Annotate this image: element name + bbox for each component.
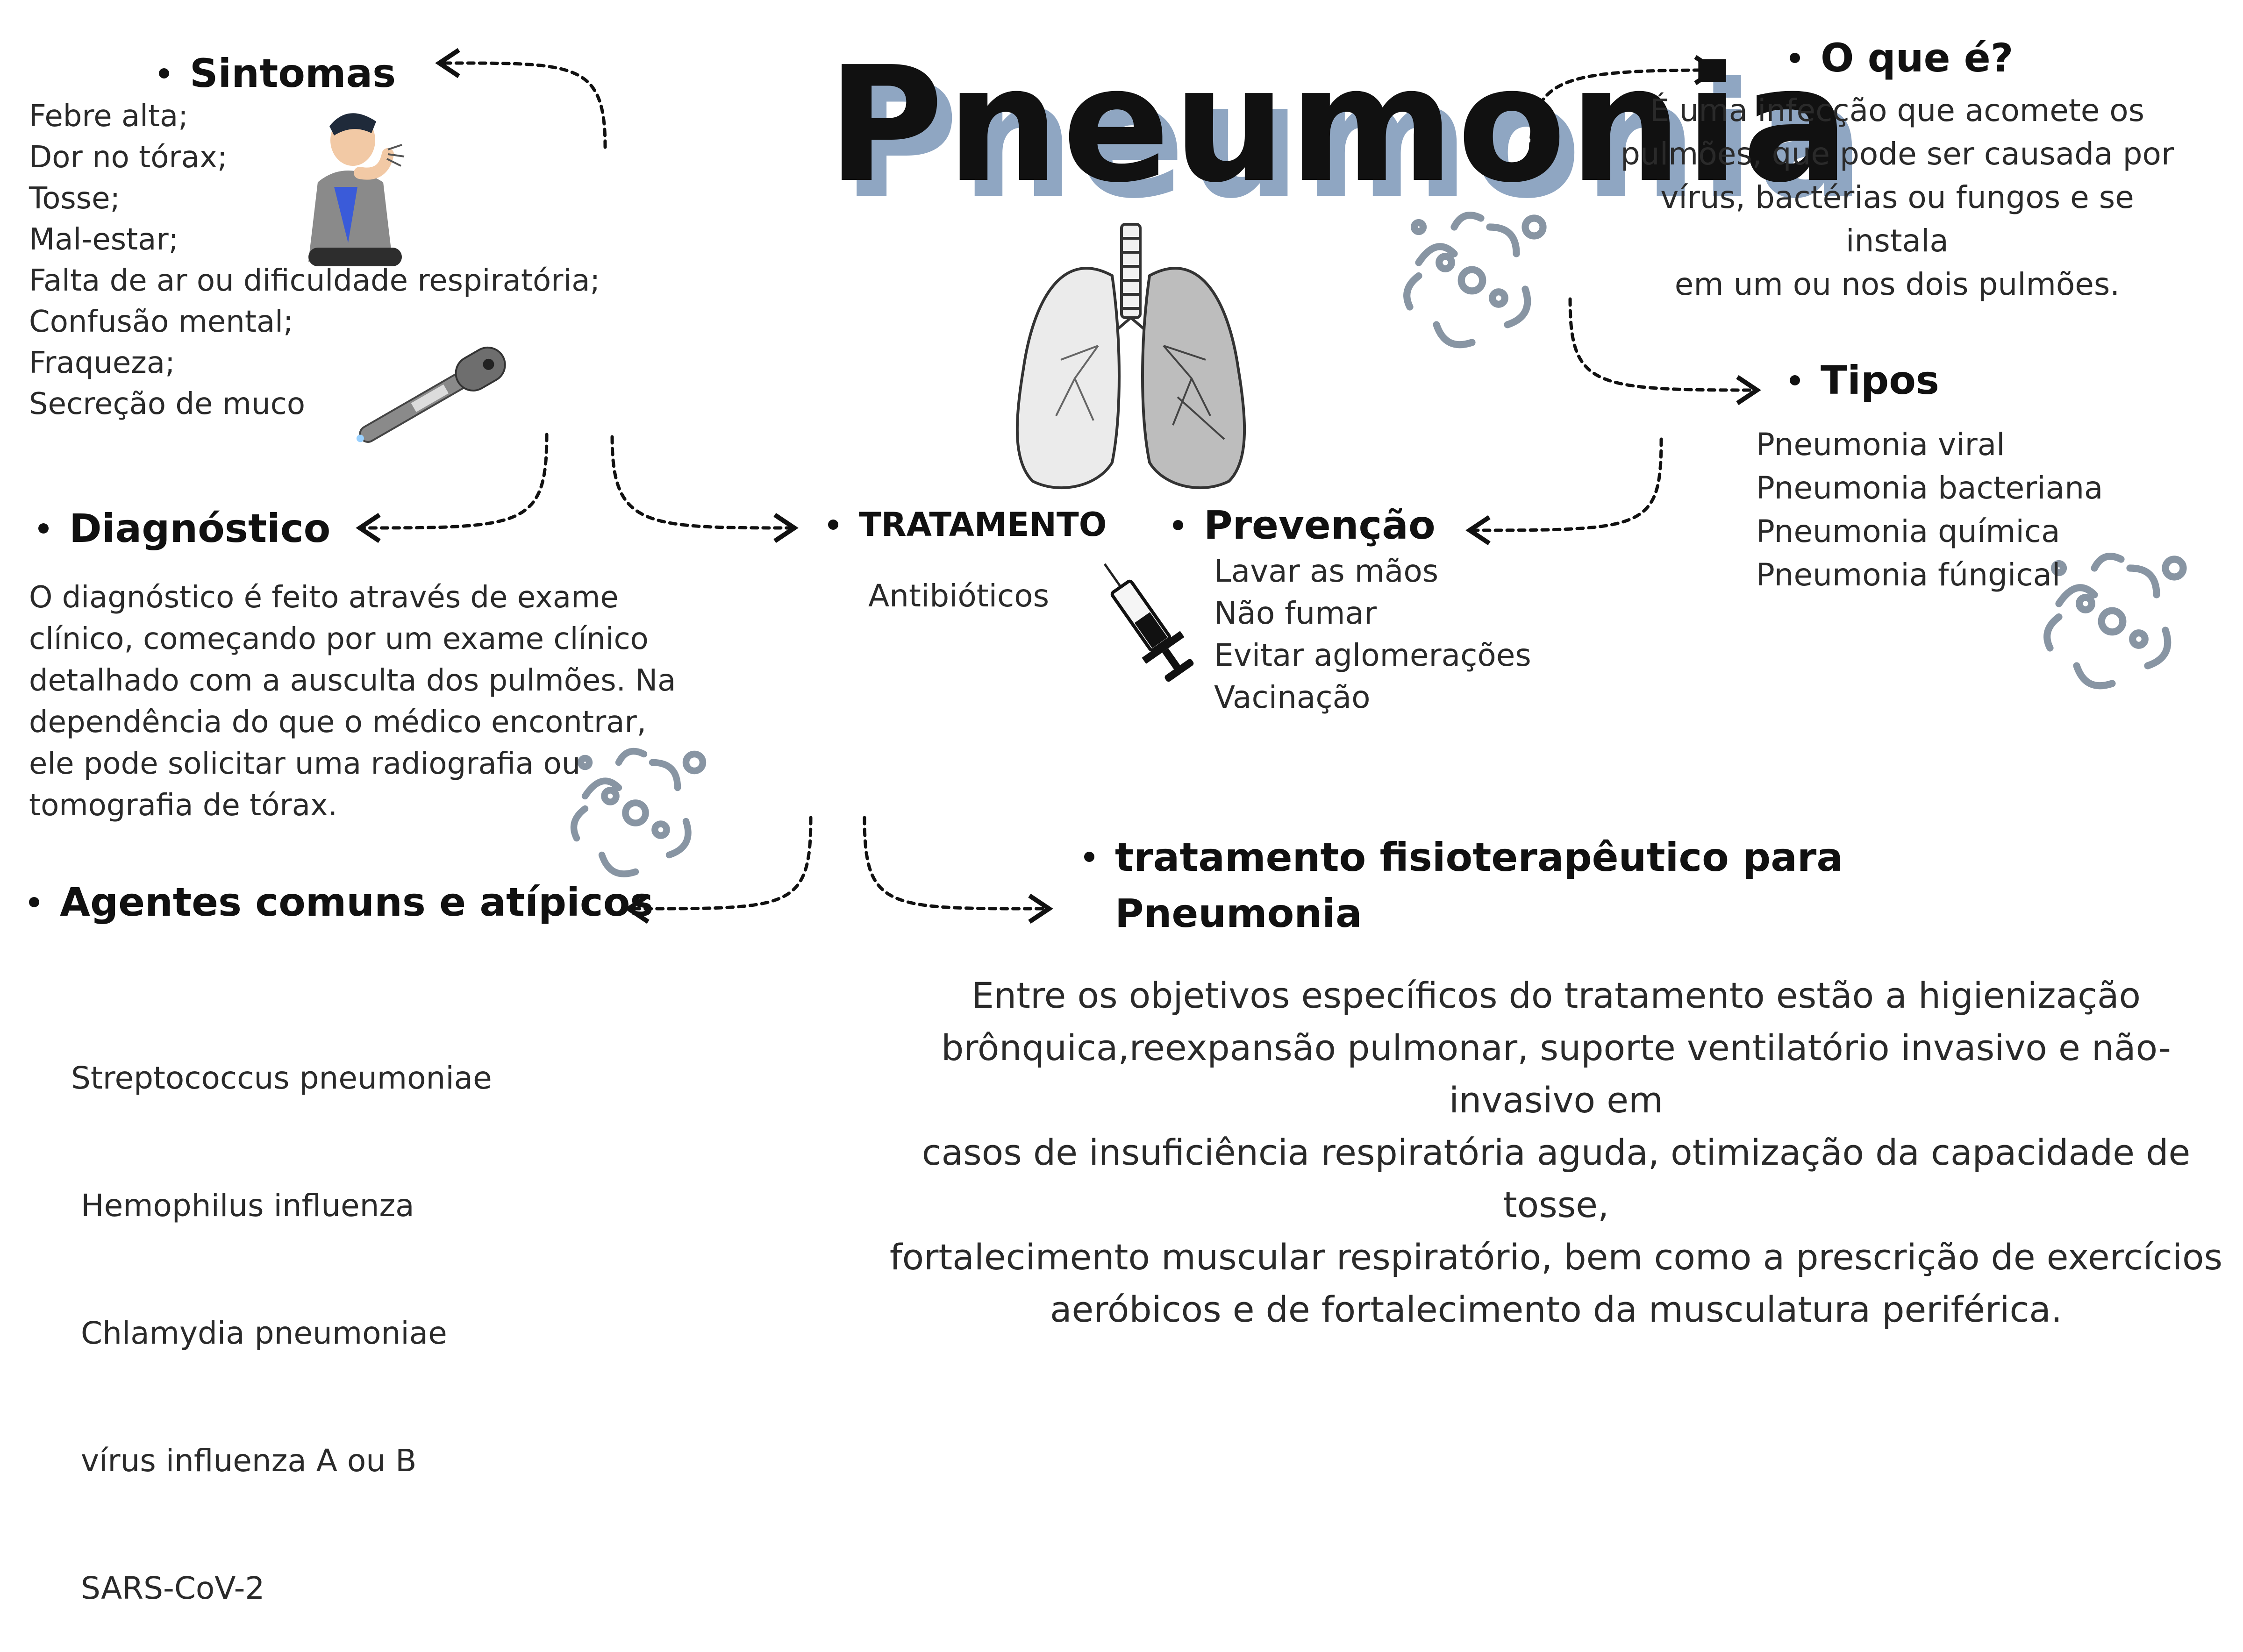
diagnostico-description: O diagnóstico é feito através de exame c… xyxy=(29,580,676,823)
bullet xyxy=(38,523,49,534)
virus-icon xyxy=(570,748,707,877)
virus-icon xyxy=(1403,212,1547,349)
thermometer-icon xyxy=(356,346,506,443)
list-item: Lavar as mãos xyxy=(1214,553,1439,589)
arrow-to-tipos xyxy=(1568,297,1761,406)
arrow-to-oque xyxy=(1529,55,1719,163)
sintomas-heading: Sintomas xyxy=(159,50,396,96)
agentes-list: Streptococcus pneumoniae Hemophilus infl… xyxy=(71,972,492,1652)
list-item: Mal-estar; xyxy=(29,222,179,257)
oque-description: É uma infecção que acomete os pulmões, q… xyxy=(1621,93,2174,302)
arrow-to-diagnostico xyxy=(356,433,549,543)
list-item: Streptococcus pneumoniae xyxy=(71,1060,492,1096)
arrow-to-agentes xyxy=(624,816,813,924)
arrow-to-sintomas xyxy=(435,48,607,149)
bullet xyxy=(1790,375,1800,385)
tratamento-heading: TRATAMENTO xyxy=(828,506,1107,544)
list-item: Chlamydia pneumoniae xyxy=(71,1315,447,1351)
bullet xyxy=(828,520,838,530)
tipos-heading: Tipos xyxy=(1790,357,1939,403)
agentes-heading: Agentes comuns e atípicos xyxy=(29,879,653,925)
bullet xyxy=(1790,53,1800,63)
list-item: Tosse; xyxy=(29,181,120,216)
list-item: Pneumonia bacteriana xyxy=(1756,470,2103,506)
list-item: Não fumar xyxy=(1214,595,1377,631)
syringe-icon xyxy=(1103,563,1194,682)
bullet xyxy=(159,68,169,78)
arrow-to-prevencao xyxy=(1465,437,1663,546)
fisio-heading: tratamento fisioterapêutico para Pneumon… xyxy=(1084,829,1843,941)
page-title: Pneumonia Pneumonia xyxy=(827,33,1867,234)
list-item: Secreção de muco xyxy=(29,387,305,421)
list-item: Pneumonia fúngical xyxy=(1756,557,2061,593)
diagnostico-heading: Diagnóstico xyxy=(38,506,330,551)
list-item: Hemophilus influenza xyxy=(71,1188,414,1224)
list-item: vírus influenza A ou B xyxy=(71,1443,417,1479)
list-item: Dor no tórax; xyxy=(29,140,228,175)
bullet xyxy=(29,897,39,907)
prevencao-list: Lavar as mãos Não fumar Evitar aglomeraç… xyxy=(1214,550,1531,719)
lungs-icon xyxy=(1015,223,1246,490)
list-item: Falta de ar ou dificuldade respiratória; xyxy=(29,263,600,298)
list-item: Confusão mental; xyxy=(29,305,293,339)
list-item: Pneumonia viral xyxy=(1756,427,2005,463)
list-item: Vacinação xyxy=(1214,679,1371,715)
list-item: Fraqueza; xyxy=(29,346,175,380)
virus-icon xyxy=(2043,553,2187,690)
bullet xyxy=(1173,520,1183,530)
bullet xyxy=(1084,852,1094,862)
fisio-description: Entre os objetivos específicos do tratam… xyxy=(889,975,2223,1330)
arrow-to-tratamento xyxy=(610,435,799,543)
prevencao-heading: Prevenção xyxy=(1173,502,1436,548)
list-item: Pneumonia química xyxy=(1756,513,2060,549)
connector-arrows xyxy=(356,48,1761,924)
tratamento-item: Antibióticos xyxy=(868,578,1050,614)
sintomas-list: Febre alta; Dor no tórax; Tosse; Mal-est… xyxy=(29,96,600,425)
coughing-person-icon xyxy=(308,113,405,266)
tipos-list: Pneumonia viral Pneumonia bacteriana Pne… xyxy=(1756,423,2103,597)
list-item: Evitar aglomerações xyxy=(1214,637,1531,673)
arrow-to-fisio xyxy=(863,816,1053,924)
list-item: Febre alta; xyxy=(29,99,188,134)
oque-heading: O que é? xyxy=(1790,35,2014,81)
list-item: SARS-CoV-2 xyxy=(71,1570,265,1606)
